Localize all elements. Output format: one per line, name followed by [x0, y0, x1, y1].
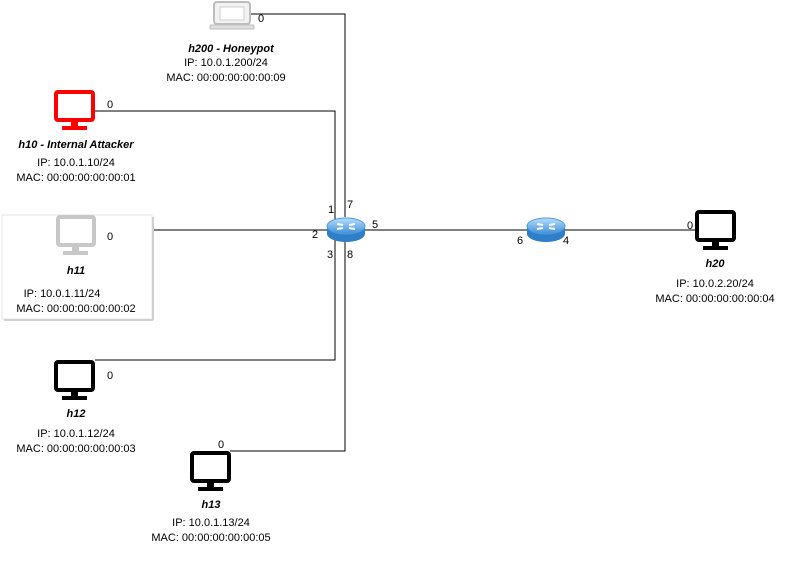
host-mac-h200: MAC: 00:00:00:00:00:09: [166, 72, 285, 84]
port-label-s1-1: 1: [328, 204, 334, 216]
computer-inactive-icon: [56, 215, 96, 255]
host-name-h13: h13: [202, 499, 221, 511]
host-mac-h20: MAC: 00:00:00:00:00:04: [655, 293, 774, 305]
host-name-h11: h11: [67, 265, 85, 277]
host-name-h20: h20: [706, 258, 726, 270]
host-h12[interactable]: 0 h12 IP: 10.0.1.12/24 MAC: 00:00:00:00:…: [16, 360, 136, 455]
port-label-h20: 0: [687, 220, 693, 232]
computer-icon: [695, 210, 736, 250]
switch-s2[interactable]: 6 4: [517, 217, 569, 247]
computer-icon: [190, 451, 231, 491]
host-h11[interactable]: 0 h11 IP: 10.0.1.11/24 MAC: 00:00:00:00:…: [1, 214, 154, 321]
laptop-icon: [209, 1, 255, 30]
router-icon: [526, 217, 566, 242]
port-label-s2-4: 4: [563, 235, 569, 247]
host-h13[interactable]: 0 h13 IP: 10.0.1.13/24 MAC: 00:00:00:00:…: [151, 439, 270, 544]
computer-icon: [54, 360, 95, 400]
host-ip-h200: IP: 10.0.1.200/24: [184, 57, 268, 69]
host-ip-h20: IP: 10.0.2.20/24: [676, 278, 754, 290]
port-label-h13: 0: [218, 439, 224, 451]
port-label-s1-3: 3: [327, 249, 333, 261]
port-label-s1-8: 8: [347, 249, 353, 261]
link-h10-s1: [95, 110, 336, 222]
port-label-s2-6: 6: [517, 235, 523, 247]
host-ip-h10: IP: 10.0.1.10/24: [37, 157, 115, 169]
host-mac-h10: MAC: 00:00:00:00:00:01: [16, 172, 135, 184]
switch-s1[interactable]: 1 7 2 5 3 8: [312, 199, 378, 261]
host-mac-h12: MAC: 00:00:00:00:00:03: [16, 443, 135, 455]
host-ip-h12: IP: 10.0.1.12/24: [37, 428, 115, 440]
port-label-h200: 0: [258, 13, 264, 25]
link-h200-s1: [250, 13, 346, 217]
host-h10[interactable]: 0 h10 - Internal Attacker IP: 10.0.1.10/…: [16, 90, 136, 184]
host-ip-h13: IP: 10.0.1.13/24: [172, 517, 250, 529]
port-label-h12: 0: [107, 370, 113, 382]
port-label-h11: 0: [107, 231, 113, 243]
host-name-h10: h10 - Internal Attacker: [18, 139, 134, 151]
host-name-h200: h200 - Honeypot: [188, 43, 275, 55]
computer-attacker-icon: [54, 90, 95, 130]
port-label-s1-5: 5: [372, 219, 378, 231]
port-label-s1-2: 2: [312, 229, 318, 241]
port-label-s1-7: 7: [347, 199, 353, 211]
host-ip-h11: IP: 10.0.1.11/24: [24, 288, 101, 300]
host-name-h12: h12: [67, 408, 86, 420]
router-icon: [326, 217, 366, 242]
link-h13-s1: [230, 241, 346, 452]
host-mac-h11: MAC: 00:00:00:00:00:02: [16, 303, 135, 315]
host-mac-h13: MAC: 00:00:00:00:00:05: [151, 532, 270, 544]
link-h12-s1: [95, 237, 336, 361]
host-h20[interactable]: 0 h20 IP: 10.0.2.20/24 MAC: 00:00:00:00:…: [655, 210, 775, 305]
host-h200[interactable]: 0 h200 - Honeypot IP: 10.0.1.200/24 MAC:…: [166, 1, 286, 84]
port-label-h10: 0: [107, 99, 113, 111]
